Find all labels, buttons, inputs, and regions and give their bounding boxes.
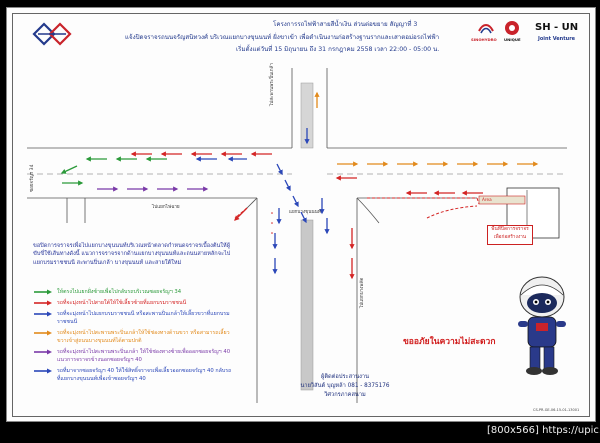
document-number: CS-PR-GE-06-15-01-13001 bbox=[533, 408, 580, 412]
jv-subtitle: Joint Venture bbox=[538, 36, 576, 42]
legend-arrow-icon bbox=[34, 300, 52, 306]
legend-arrow-icon bbox=[34, 311, 52, 317]
legend-item: รถที่จะมุ่งหน้าไปสายใต้ให้ใช้เลี้ยวซ้ายท… bbox=[33, 299, 233, 307]
contact-block: ผู้ติดต่อประสานงาน นายวิสันต์ บุญหล้า 08… bbox=[275, 373, 415, 400]
header-subtitle: แจ้งปิดจราจรถนนจรัญสนิทวงศ์ บริเวณแยกบาง… bbox=[125, 34, 440, 41]
legend-arrow-icon bbox=[34, 289, 52, 295]
traffic-map bbox=[27, 68, 567, 403]
road-label-left-bottom: ไปแยกไฟฉาย bbox=[152, 205, 180, 210]
legend-item-text: รถที่จะมุ่งหน้าไปสะพานพระปิ่นเกล้าให้ใช้… bbox=[57, 330, 230, 344]
contact-title: ผู้ติดต่อประสานงาน bbox=[321, 374, 369, 380]
legend-arrow-icon bbox=[34, 330, 52, 336]
legend-item: รถที่มาจากซอยจรัญฯ 40 ให้ใช้สิทธิ์จราจรเ… bbox=[33, 367, 233, 383]
legend-item: รถที่จะมุ่งหน้าไปแยกบรมราชชนนี หรือสะพาน… bbox=[33, 310, 233, 326]
mascot-icon bbox=[518, 276, 566, 375]
legend-item-text: รถที่จะมุ่งหน้าไปสะพานพระปิ่นเกล้า ให้ใช… bbox=[57, 349, 231, 363]
area-label: Area bbox=[482, 197, 492, 202]
legend-item: ให้ตรงไปแยกฝั่งซ้ายเพื่อไปกลับรถบริเวณซอ… bbox=[33, 288, 233, 296]
apology-text: ขออภัยในความไม่สะดวก bbox=[403, 337, 496, 347]
legend-item-text: รถที่จะมุ่งหน้าไปแยกบรมราชชนนี หรือสะพาน… bbox=[57, 311, 230, 325]
jv-name: SH - UN bbox=[535, 22, 579, 33]
legend-item-text: รถที่มาจากซอยจรัญฯ 40 ให้ใช้สิทธิ์จราจรเ… bbox=[57, 368, 232, 382]
road-label-top: ไปสะพานพระปิ่นเกล้า bbox=[270, 62, 275, 106]
road-label-bottom-right: ไปแยกบางพลัด bbox=[360, 277, 365, 308]
legend-item: รถที่จะมุ่งหน้าไปสะพานพระปิ่นเกล้าให้ใช้… bbox=[33, 329, 233, 345]
unique-label: UNIQUE bbox=[504, 37, 521, 42]
legend-list: ให้ตรงไปแยกฝั่งซ้ายเพื่อไปกลับรถบริเวณซอ… bbox=[33, 288, 233, 386]
road-label-intersection: แยกบางขุนนนท์ bbox=[289, 210, 321, 215]
legend-item-text: รถที่จะมุ่งหน้าไปสายใต้ให้ใช้เลี้ยวซ้ายท… bbox=[57, 300, 187, 306]
notice-sheet: โครงการรถไฟฟ้าสายสีน้ำเงิน ส่วนต่อขยาย ส… bbox=[6, 7, 596, 422]
sinohydro-logo-icon bbox=[478, 24, 494, 34]
notice-border bbox=[12, 13, 590, 417]
main-road bbox=[27, 147, 567, 199]
legend-arrow-icon bbox=[34, 349, 52, 355]
watermark-footer: [800x566] https://upic.me/ bbox=[487, 425, 600, 436]
unique-logo-icon bbox=[505, 21, 519, 35]
sinohydro-label: SINOHYDRO bbox=[471, 37, 497, 42]
contact-role: วิศวกรภาคสนาม bbox=[324, 392, 366, 398]
road-label-soi34: ซอยจรัญฯ 34 bbox=[30, 164, 35, 192]
legend-arrow-icon bbox=[34, 368, 52, 374]
legend-item: รถที่จะมุ่งหน้าไปสะพานพระปิ่นเกล้า ให้ใช… bbox=[33, 348, 233, 364]
contact-name: นายวิสันต์ บุญหล้า 081 - 8375176 bbox=[300, 383, 390, 389]
header-period: เริ่มตั้งแต่วันที่ 15 มิถุนายน ถึง 31 กร… bbox=[236, 46, 440, 53]
mrta-logo-icon bbox=[32, 22, 72, 46]
legend-item-text: ให้ตรงไปแยกฝั่งซ้ายเพื่อไปกลับรถบริเวณซอ… bbox=[57, 289, 182, 295]
closure-sign: พื้นที่ปิดการจราจรเพื่อก่อสร้างงาน bbox=[487, 225, 533, 245]
legend-intro: ขอปิดการจราจรเพื่อไปแยกบางขุนนนท์บริเวณห… bbox=[33, 243, 231, 266]
median-strip bbox=[300, 219, 314, 391]
header-title: โครงการรถไฟฟ้าสายสีน้ำเงิน ส่วนต่อขยาย ส… bbox=[273, 21, 418, 28]
